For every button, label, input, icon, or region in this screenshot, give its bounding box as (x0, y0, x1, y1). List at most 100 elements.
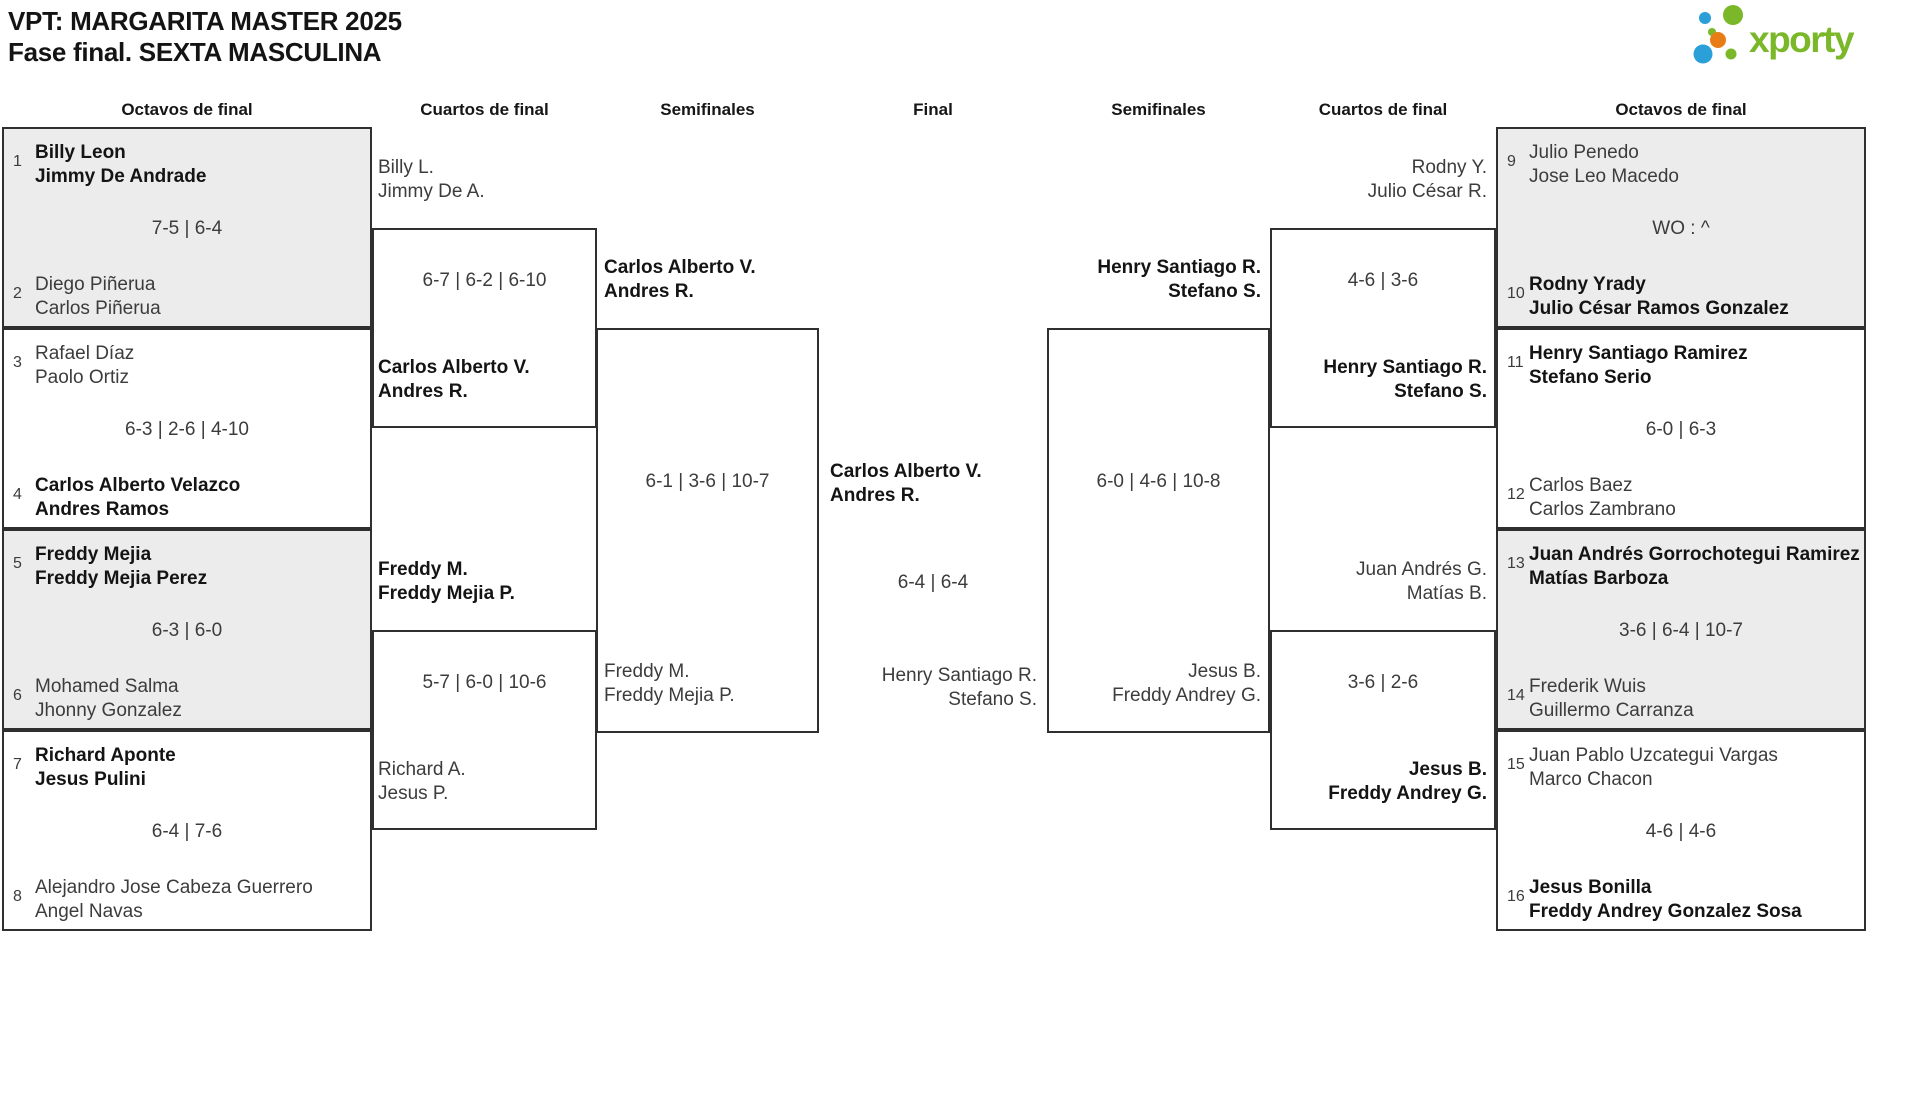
match-box-6: 11 Henry Santiago Ramirez Stefano Serio … (1496, 328, 1866, 529)
team-pair: Henry Santiago R. Stefano S. (1270, 356, 1487, 404)
seed-number: 3 (13, 354, 22, 371)
match-score: 6-7 | 6-2 | 6-10 (422, 270, 547, 291)
seed-number: 1 (13, 153, 22, 170)
seed-number: 13 (1507, 555, 1525, 572)
match-box-5: 9 Julio Penedo Jose Leo Macedo WO : ^ 10… (1496, 127, 1866, 328)
player-name: Rodny Y. (1411, 157, 1487, 178)
tournament-title: VPT: MARGARITA MASTER 2025 (8, 6, 402, 36)
match-score: 3-6 | 2-6 (1347, 672, 1419, 693)
seed-number: 4 (13, 486, 22, 503)
logo-dot-green-large (1723, 5, 1743, 25)
title-block: VPT: MARGARITA MASTER 2025 Fase final. S… (8, 6, 402, 68)
player-name: Juan Pablo Uzcategui Vargas (1529, 745, 1778, 766)
player-name: Marco Chacon (1529, 769, 1653, 790)
player-name: Guillermo Carranza (1529, 700, 1694, 721)
player-name: Jesus B. (1408, 759, 1487, 780)
team-pair: Rodny Y. Julio César R. (1270, 156, 1487, 204)
player-name: Frederik Wuis (1529, 676, 1646, 697)
team-pair: Juan Andrés G. Matías B. (1270, 558, 1487, 606)
player-name: Julio César Ramos Gonzalez (1529, 298, 1789, 319)
player-name: Stefano S. (1168, 281, 1261, 302)
round-header-octavos-right: Octavos de final (1615, 100, 1747, 119)
seed-number: 5 (13, 555, 22, 572)
logo-dot-orange (1710, 32, 1726, 48)
player-name: Freddy M. (604, 661, 690, 682)
player-name: Stefano S. (948, 689, 1037, 710)
player-name: Carlos Piñerua (35, 298, 161, 319)
player-name: Jesus P. (378, 783, 449, 804)
seed-number: 14 (1507, 687, 1525, 704)
player-name: Diego Piñerua (35, 274, 156, 295)
player-name: Andres Ramos (35, 499, 170, 520)
logo-wordmark: xporty (1749, 19, 1855, 60)
player-name: Jesus B. (1188, 661, 1261, 682)
team-pair: Richard A. Jesus P. (378, 758, 466, 806)
round-header-final: Final (913, 100, 953, 119)
player-name: Jimmy De A. (378, 181, 485, 202)
player-name: Freddy Mejia Perez (35, 568, 208, 589)
final-score: 6-4 | 6-4 (897, 572, 969, 593)
match-score: 4-6 | 3-6 (1347, 270, 1419, 291)
team-pair: Jesus Bonilla Freddy Andrey Gonzalez Sos… (1529, 876, 1858, 924)
team-pair: Mohamed Salma Jhonny Gonzalez (35, 675, 364, 723)
player-name: Henry Santiago R. (881, 665, 1037, 686)
player-name: Freddy Mejia (35, 544, 152, 565)
match-score: 6-3 | 2-6 | 4-10 (125, 419, 249, 440)
player-name: Rodny Yrady (1529, 274, 1646, 295)
player-name: Jimmy De Andrade (35, 166, 207, 187)
team-pair: Carlos Baez Carlos Zambrano (1529, 474, 1858, 522)
seed-number: 10 (1507, 285, 1525, 302)
match-score: 6-0 | 4-6 | 10-8 (1096, 471, 1221, 492)
player-name: Julio César R. (1367, 181, 1487, 202)
match-score: 6-1 | 3-6 | 10-7 (645, 471, 770, 492)
round-header-cuartos-right: Cuartos de final (1318, 100, 1448, 119)
seed-number: 15 (1507, 756, 1525, 773)
round-header-octavos-left: Octavos de final (121, 100, 253, 119)
match-score: 5-7 | 6-0 | 10-6 (422, 672, 547, 693)
seed-number: 11 (1507, 354, 1524, 371)
player-name: Mohamed Salma (35, 676, 179, 697)
team-pair: Jesus B. Freddy Andrey G. (1270, 758, 1487, 806)
player-name: Billy L. (378, 157, 434, 178)
semifinal-right-box (1047, 328, 1270, 733)
seed-number: 7 (13, 756, 22, 773)
match-box-7: 13 Juan Andrés Gorrochotegui Ramirez Mat… (1496, 529, 1866, 730)
player-name: Jesus Bonilla (1529, 877, 1652, 898)
semifinal-left-box (596, 328, 819, 733)
round-header-cuartos-left: Cuartos de final (420, 100, 549, 119)
team-pair: Henry Santiago R. Stefano S. (1040, 256, 1261, 304)
match-score: 3-6 | 6-4 | 10-7 (1619, 620, 1743, 641)
logo-dot-green-small (1725, 48, 1737, 60)
player-name: Andres R. (378, 381, 468, 402)
match-score: 6-0 | 6-3 (1645, 419, 1717, 440)
match-score: 6-4 | 7-6 (151, 821, 223, 842)
player-name: Angel Navas (35, 901, 143, 922)
team-pair: Henry Santiago Ramirez Stefano Serio (1529, 342, 1858, 390)
round-header-semis-left: Semifinales (660, 100, 755, 119)
player-name: Freddy Mejia P. (378, 583, 515, 604)
seed-number: 8 (13, 888, 22, 905)
player-name: Carlos Alberto V. (830, 461, 982, 482)
seed-number: 2 (13, 285, 22, 302)
player-name: Carlos Zambrano (1529, 499, 1676, 520)
player-name: Freddy Andrey G. (1112, 685, 1261, 706)
player-name: Rafael Díaz (35, 343, 135, 364)
match-box-2: 3 Rafael Díaz Paolo Ortiz 6-3 | 2-6 | 4-… (2, 328, 372, 529)
team-pair: Juan Pablo Uzcategui Vargas Marco Chacon (1529, 744, 1858, 792)
player-name: Freddy Mejia P. (604, 685, 735, 706)
seed-number: 16 (1507, 888, 1525, 905)
player-name: Stefano S. (1394, 381, 1487, 402)
player-name: Henry Santiago Ramirez (1529, 343, 1748, 364)
team-pair: Carlos Alberto V. Andres R. (378, 356, 530, 404)
player-name: Matías Barboza (1529, 568, 1669, 589)
player-name: Billy Leon (35, 142, 126, 163)
team-pair: Billy Leon Jimmy De Andrade (35, 141, 364, 189)
player-name: Matías B. (1406, 583, 1487, 604)
team-pair: Freddy M. Freddy Mejia P. (378, 558, 515, 606)
player-name: Jhonny Gonzalez (35, 700, 182, 721)
team-pair: Jesus B. Freddy Andrey G. (1040, 660, 1261, 708)
team-pair: Alejandro Jose Cabeza Guerrero Angel Nav… (35, 876, 364, 924)
seed-number: 9 (1507, 153, 1516, 170)
player-name: Carlos Alberto Velazco (35, 475, 241, 496)
player-name: Freddy Andrey Gonzalez Sosa (1529, 901, 1802, 922)
